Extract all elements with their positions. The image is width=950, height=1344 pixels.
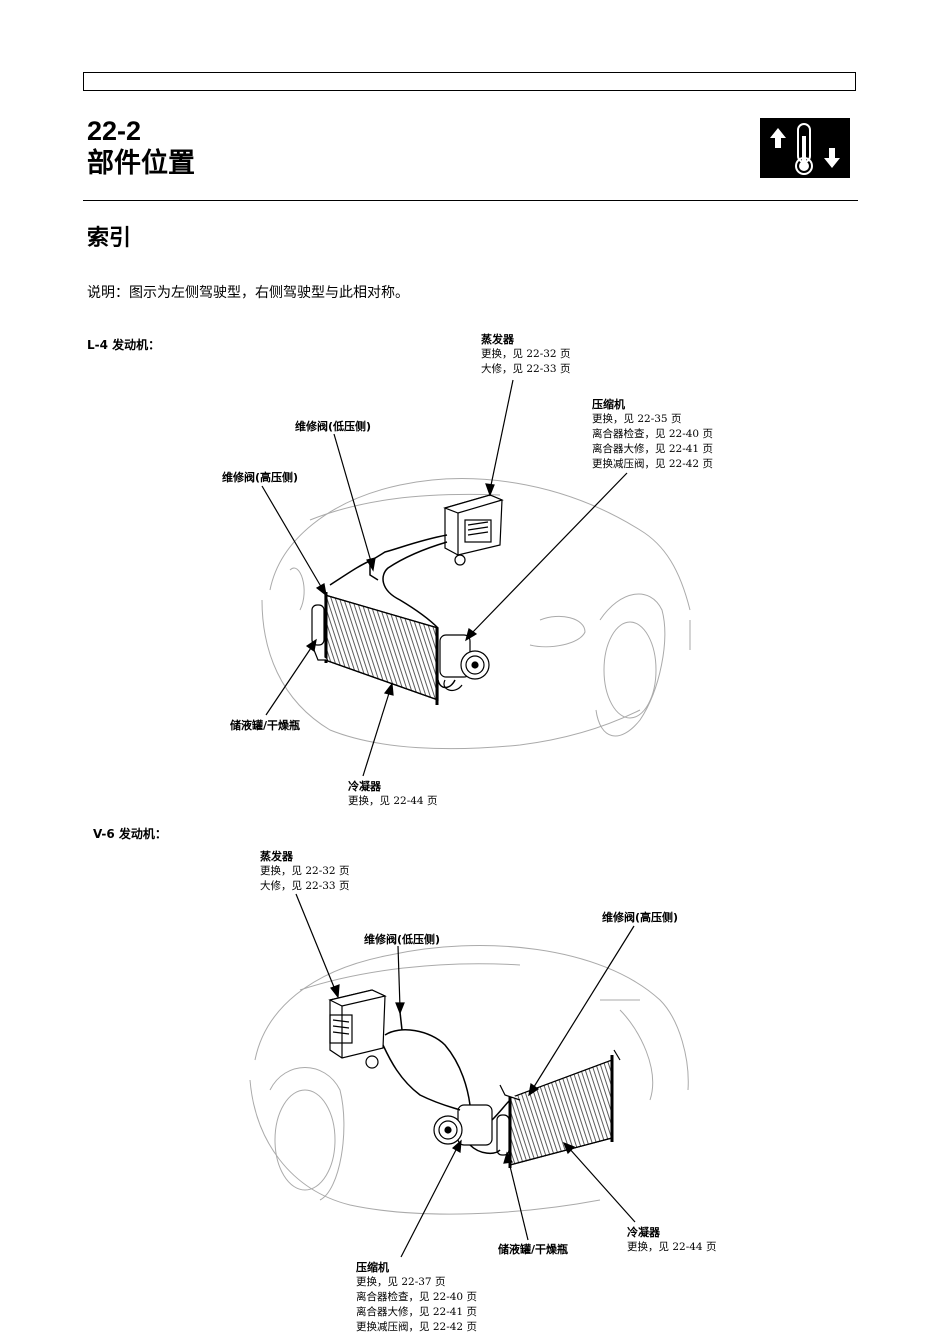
l4-service-valve-low-title: 维修阀(低压侧) (295, 420, 372, 433)
l4-compressor-line: 更换，见 22-35 页 (592, 413, 682, 425)
v6-receiver-dryer-callout: 储液罐/干燥瓶 (498, 1242, 568, 1257)
v6-evaporator-line: 更换，见 22-32 页 (260, 865, 350, 877)
v6-compressor-line: 离合器检查，见 22-40 页 (356, 1291, 477, 1303)
v6-service-valve-high-title: 维修阀(高压侧) (602, 911, 679, 924)
v6-compressor-line: 离合器大修，见 22-41 页 (356, 1306, 477, 1318)
v6-service-valve-low-title: 维修阀(低压侧) (364, 933, 441, 946)
l4-condenser (324, 592, 439, 705)
v6-condenser-line: 更换，见 22-44 页 (627, 1241, 717, 1253)
l4-evaporator-title: 蒸发器 (481, 333, 514, 346)
v6-condenser-title: 冷凝器 (627, 1226, 660, 1239)
l4-engine-label: L-4 发动机： (87, 338, 161, 352)
l4-compressor (439, 634, 490, 692)
l4-leader-lines (261, 379, 628, 777)
l4-compressor-title: 压缩机 (592, 398, 625, 411)
v6-compressor (433, 1104, 493, 1146)
v6-car-outline (249, 945, 689, 1215)
v6-engine-label: V-6 发动机： (93, 827, 167, 841)
header-box (83, 72, 856, 91)
l4-refrigerant-lines (329, 534, 456, 689)
l4-receiver-dryer-title: 储液罐/干燥瓶 (230, 719, 301, 732)
layout-note: 说明：图示为左侧驾驶型，右侧驾驶型与此相对称。 (87, 285, 409, 301)
v6-evaporator (328, 989, 387, 1069)
v6-service-valve-low-callout: 维修阀(低压侧) (364, 932, 440, 947)
l4-service-valve-low-callout: 维修阀(低压侧) (295, 419, 371, 434)
section-title: 索引 (87, 226, 132, 251)
l4-compressor-line: 更换减压阀，见 22-42 页 (592, 458, 713, 470)
temperature-up-down-icon (760, 118, 850, 178)
v6-compressor-title: 压缩机 (356, 1261, 389, 1274)
l4-evaporator-callout: 蒸发器 更换，见 22-32 页 大修，见 22-33 页 (481, 332, 570, 377)
l4-condenser-line: 更换，见 22-44 页 (348, 795, 438, 807)
header-rule (83, 200, 858, 201)
l4-evaporator-line: 更换，见 22-32 页 (481, 348, 571, 360)
v6-condenser-callout: 冷凝器 更换，见 22-44 页 (627, 1225, 716, 1255)
v6-service-valve-high-callout: 维修阀(高压侧) (602, 910, 678, 925)
v6-leader-lines (295, 893, 636, 1258)
v6-receiver-dryer (496, 1084, 521, 1156)
l4-condenser-title: 冷凝器 (348, 780, 381, 793)
v6-compressor-line: 更换，见 22-37 页 (356, 1276, 446, 1288)
page-title: 部件位置 (87, 148, 195, 179)
l4-service-valve-high-callout: 维修阀(高压侧) (222, 470, 298, 485)
l4-compressor-callout: 压缩机 更换，见 22-35 页 离合器检查，见 22-40 页 离合器大修，见… (592, 397, 713, 472)
v6-compressor-callout: 压缩机 更换，见 22-37 页 离合器检查，见 22-40 页 离合器大修，见… (356, 1260, 477, 1335)
l4-compressor-line: 离合器大修，见 22-41 页 (592, 443, 713, 455)
l4-receiver-dryer-callout: 储液罐/干燥瓶 (230, 718, 300, 733)
l4-compressor-line: 离合器检查，见 22-40 页 (592, 428, 713, 440)
v6-receiver-dryer-title: 储液罐/干燥瓶 (498, 1243, 569, 1256)
l4-evaporator (443, 494, 504, 566)
v6-evaporator-title: 蒸发器 (260, 850, 293, 863)
v6-compressor-line: 更换减压阀，见 22-42 页 (356, 1321, 477, 1333)
l4-service-valve-high-title: 维修阀(高压侧) (222, 471, 299, 484)
v6-evaporator-callout: 蒸发器 更换，见 22-32 页 大修，见 22-33 页 (260, 849, 349, 894)
l4-condenser-callout: 冷凝器 更换，见 22-44 页 (348, 779, 437, 809)
page-number: 22-2 (87, 116, 142, 146)
v6-condenser (508, 1049, 621, 1168)
l4-evaporator-line: 大修，见 22-33 页 (481, 363, 571, 375)
l4-receiver-dryer (311, 604, 328, 661)
v6-refrigerant-lines (382, 1011, 511, 1155)
l4-car-outline (261, 478, 691, 750)
v6-evaporator-line: 大修，见 22-33 页 (260, 880, 350, 892)
